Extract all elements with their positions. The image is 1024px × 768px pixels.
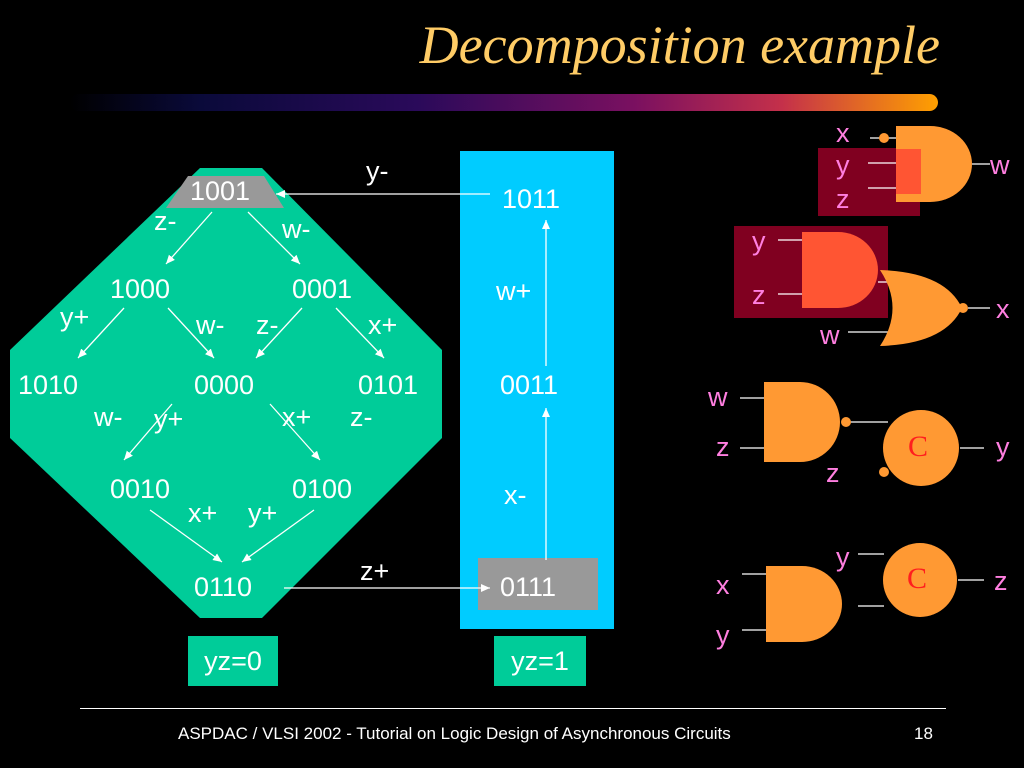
transition-label: w- [94, 402, 123, 432]
and-gate-c2 [802, 232, 878, 308]
tag-yz1: yz=1 [494, 636, 586, 686]
nor-gate-c2 [880, 270, 962, 346]
state-1000: 1000 [110, 274, 171, 304]
circuit-3 [740, 382, 984, 486]
circuit-1 [818, 126, 990, 216]
transition-label: y+ [154, 404, 184, 434]
circuit-4 [742, 543, 984, 642]
transition-label: y+ [60, 302, 90, 332]
signal-label: z [994, 566, 1008, 596]
state-0110: 0110 [194, 572, 253, 602]
transition-label-y-minus: y- [366, 156, 389, 186]
c-element-label: C [908, 430, 929, 463]
c-element-label: C [907, 562, 928, 595]
transition-label: z- [256, 310, 279, 340]
title-gradient-bar [70, 94, 938, 111]
state-box-0111 [478, 558, 598, 610]
signal-label: z [752, 280, 766, 310]
footer-text: ASPDAC / VLSI 2002 - Tutorial on Logic D… [178, 724, 731, 743]
signal-label: y [836, 542, 850, 572]
transition-label: w- [196, 310, 225, 340]
transition-label: w+ [496, 276, 532, 306]
transition-label: x- [504, 480, 527, 510]
state-1001: 1001 [190, 176, 251, 206]
highlight-gate-c1 [896, 149, 921, 194]
right-region-yz1 [460, 151, 614, 629]
signal-label: x [996, 294, 1010, 324]
state-1010: 1010 [18, 370, 79, 400]
circuit-2 [734, 226, 990, 346]
signal-label: y [996, 432, 1010, 462]
state-box-1001 [166, 176, 284, 208]
footer-rule [80, 708, 946, 709]
signal-label: w [708, 382, 728, 412]
state-0011: 0011 [500, 370, 559, 400]
and-gate-c3 [764, 382, 840, 462]
left-transition-arrows [77, 211, 385, 563]
state-0010: 0010 [110, 474, 171, 504]
transition-label: x+ [368, 310, 398, 340]
c-element-c4 [883, 543, 957, 617]
left-region-yz0 [10, 168, 442, 618]
signal-label: z [836, 184, 850, 214]
c-element-c3 [883, 410, 959, 486]
cross-transition-arrows [276, 190, 490, 592]
slide-title: Decomposition example [419, 15, 940, 75]
signal-label: x [836, 118, 850, 148]
state-0000: 0000 [194, 370, 255, 400]
state-0001: 0001 [292, 274, 353, 304]
state-0101: 0101 [358, 370, 419, 400]
signal-label: y [752, 226, 766, 256]
state-1011: 1011 [502, 184, 561, 214]
signal-label: z [826, 458, 840, 488]
transition-label: z- [154, 206, 177, 236]
page-number: 18 [914, 724, 933, 743]
state-0100: 0100 [292, 474, 353, 504]
signal-label: y [836, 150, 850, 180]
signal-label: y [716, 620, 730, 650]
tag-yz0: yz=0 [188, 636, 278, 686]
transition-label: x+ [282, 402, 312, 432]
state-0111: 0111 [500, 572, 557, 602]
transition-label-z-plus: z+ [360, 556, 390, 586]
transition-label: w- [282, 214, 311, 244]
signal-label: w [990, 150, 1010, 180]
signal-label: z [716, 432, 730, 462]
transition-label: x+ [188, 498, 218, 528]
signal-label: x [716, 570, 730, 600]
transition-label: z- [350, 402, 373, 432]
signal-label: w [820, 320, 840, 350]
and-gate-c4 [766, 566, 842, 642]
transition-label: y+ [248, 498, 278, 528]
